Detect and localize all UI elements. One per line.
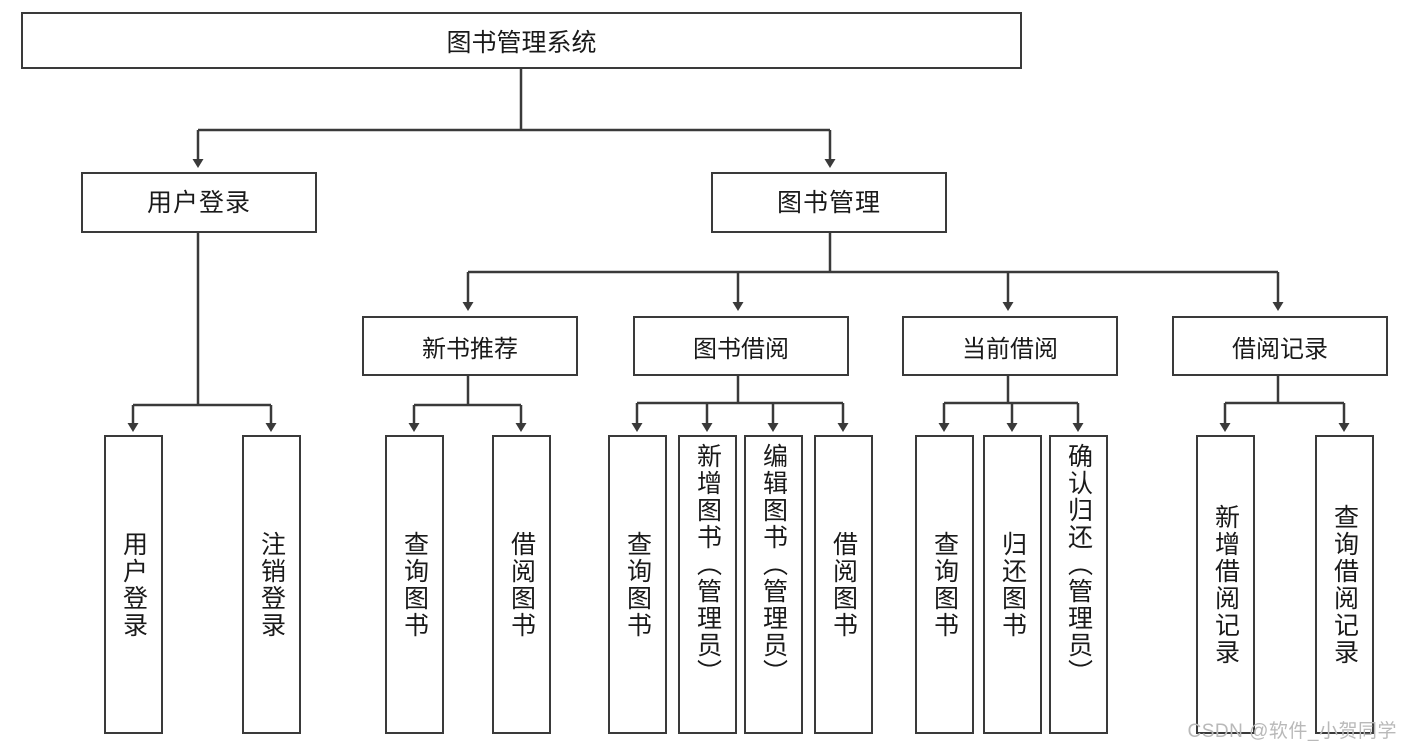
leaf-return-book[interactable]: 归还图书 — [983, 435, 1042, 734]
leaf-confirm-return-admin[interactable]: 确认归还（管理员） — [1049, 435, 1108, 734]
node-book-manage[interactable]: 图书管理 — [711, 172, 947, 233]
leaf-add-borrow-record[interactable]: 新增借阅记录 — [1196, 435, 1255, 734]
leaf-user-login[interactable]: 用户登录 — [104, 435, 163, 734]
node-root[interactable]: 图书管理系统 — [21, 12, 1022, 69]
leaf-logout[interactable]: 注销登录 — [242, 435, 301, 734]
leaf-borrow-book-new[interactable]: 借阅图书 — [492, 435, 551, 734]
node-borrow-record[interactable]: 借阅记录 — [1172, 316, 1388, 376]
node-new-book-recommend[interactable]: 新书推荐 — [362, 316, 578, 376]
node-current-borrow[interactable]: 当前借阅 — [902, 316, 1118, 376]
leaf-query-borrow-record[interactable]: 查询借阅记录 — [1315, 435, 1374, 734]
leaf-edit-book-admin[interactable]: 编辑图书（管理员） — [744, 435, 803, 734]
leaf-query-book-current[interactable]: 查询图书 — [915, 435, 974, 734]
node-user-login[interactable]: 用户登录 — [81, 172, 317, 233]
leaf-query-book-new[interactable]: 查询图书 — [385, 435, 444, 734]
node-book-borrow[interactable]: 图书借阅 — [633, 316, 849, 376]
leaf-borrow-book[interactable]: 借阅图书 — [814, 435, 873, 734]
leaf-add-book-admin[interactable]: 新增图书（管理员） — [678, 435, 737, 734]
leaf-query-book-borrow[interactable]: 查询图书 — [608, 435, 667, 734]
